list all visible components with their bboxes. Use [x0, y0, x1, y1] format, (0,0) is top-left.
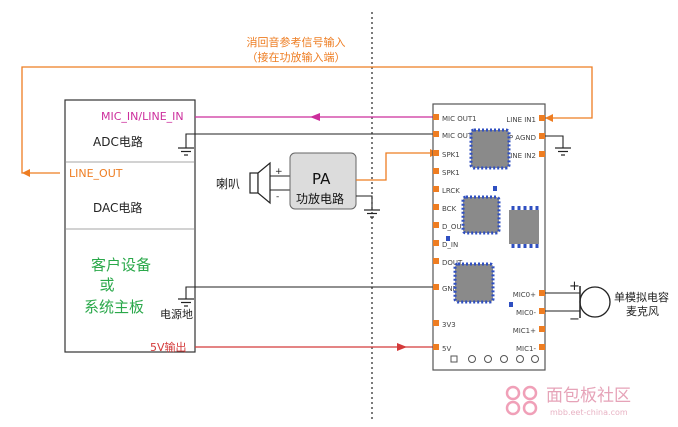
client-title-line3: 系统主板: [84, 298, 144, 316]
dac-label: DAC电路: [93, 200, 142, 215]
chip-top: [469, 128, 511, 170]
watermark-brand: 面包板社区: [546, 386, 631, 406]
pa-box: [289, 152, 357, 210]
smd-pad-1: [446, 236, 450, 241]
mic-out-arrow: [310, 113, 320, 121]
pin-mic1-plus: MIC1+: [513, 327, 536, 335]
chip-soic: [509, 206, 539, 248]
pin-mic-out1: MIC OUT1: [442, 115, 477, 123]
mic-label-line2: 麦克风: [626, 305, 659, 318]
annotation-line2: （接在功放输入端）: [247, 50, 346, 64]
pin-d-out: D_OUT: [442, 223, 467, 231]
echo-reference-arrow-in: [545, 114, 553, 122]
pin-3v3: 3V3: [442, 321, 456, 329]
watermark-url: mbb.eet-china.com: [550, 408, 628, 417]
microphone-icon: [579, 286, 611, 318]
pin-lrck: LRCK: [442, 187, 460, 195]
ground-icon-pa: [364, 209, 380, 218]
module-right-pads: [539, 115, 545, 350]
client-title-line2: 或: [99, 276, 114, 294]
pin-mic-out2: MIC OUT2: [442, 132, 477, 140]
ground-icon-power: [178, 298, 194, 307]
mic-in-line-in-label: MIC_IN/LINE_IN: [101, 110, 184, 123]
pa-ground-wire: [356, 195, 373, 210]
pa-input-wire: [356, 152, 438, 181]
watermark-logo-icon: [505, 385, 538, 416]
pin-5v: 5V: [442, 345, 451, 353]
line-out-label: LINE_OUT: [69, 167, 123, 180]
adc-ground-wire: [185, 133, 438, 148]
client-device-box: [64, 99, 196, 353]
pa-name: 功放电路: [296, 191, 344, 206]
pin-line-in2: LINE IN2: [506, 152, 536, 160]
pin-spk1-a: SPK1: [442, 151, 460, 159]
pin-line-in1: LINE IN1: [506, 116, 536, 124]
speaker-label: 喇叭: [216, 176, 240, 191]
speaker-plus: +: [275, 167, 283, 177]
ground-icon-adc: [178, 147, 194, 156]
power-ground-wire: [185, 286, 438, 299]
pin-hp-agnd: HP AGND: [504, 134, 536, 142]
ground-label: 电源地: [160, 307, 193, 321]
client-title-line1: 客户设备: [91, 256, 151, 274]
ground-icon-hp-agnd: [555, 147, 571, 156]
five-v-arrow: [397, 343, 407, 351]
pin-mic0-plus: MIC0+: [513, 291, 536, 299]
smd-pad-2: [493, 186, 497, 191]
speaker-minus: -: [276, 192, 279, 202]
speaker-icon: [249, 161, 271, 205]
mic-minus-sign: −: [569, 312, 580, 327]
pin-dout: DOUT: [442, 259, 463, 267]
mic-plus-sign: +: [569, 279, 580, 294]
pa-label: PA: [312, 170, 331, 188]
smd-pad-3: [509, 302, 513, 307]
module-left-pads: [433, 114, 439, 350]
pin-mic1-minus: MIC1-: [516, 345, 536, 353]
echo-reference-arrow-out: [22, 169, 30, 177]
module-bottom-pins: [450, 355, 539, 363]
annotation-line1: 消回音参考信号输入: [247, 35, 346, 49]
five-v-label: 5V输出: [150, 340, 187, 354]
mic-label-line1: 单模拟电容: [614, 290, 669, 304]
chip-middle: [461, 195, 501, 235]
pin-gnd: GND: [442, 285, 458, 293]
pin-mic0-minus: MIC0-: [516, 309, 536, 317]
chip-bottom: [453, 262, 495, 304]
pin-spk1-b: SPK1: [442, 169, 460, 177]
adc-label: ADC电路: [93, 134, 143, 149]
hp-agnd-wire: [545, 135, 564, 148]
pin-d-in: D_IN: [442, 241, 458, 249]
pin-bck: BCK: [442, 205, 457, 213]
